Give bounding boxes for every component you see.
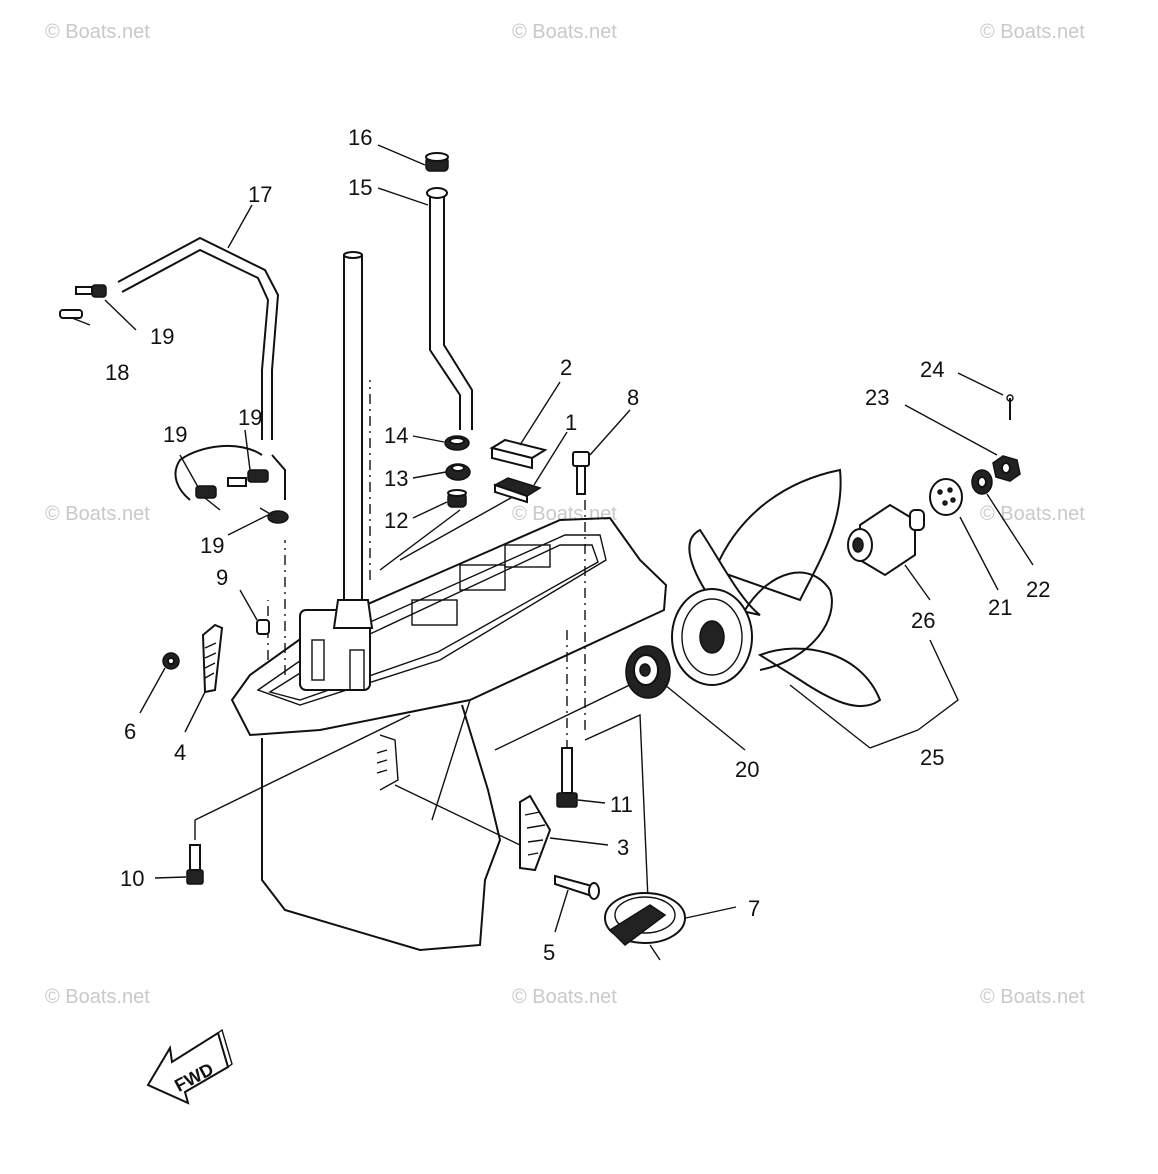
watermark: © Boats.net [980, 21, 1085, 43]
label-1: 1 [565, 410, 577, 435]
label-17: 17 [248, 182, 272, 207]
grommet-stack [444, 435, 471, 508]
watermark: © Boats.net [45, 21, 150, 43]
watermark: © Boats.net [980, 986, 1085, 1008]
trim-tab-7 [604, 892, 686, 961]
bolt-8 [572, 451, 590, 495]
label-26: 26 [911, 608, 935, 633]
spacer-26 [847, 503, 925, 577]
hose-17 [117, 236, 286, 501]
clamps-and-fittings [59, 284, 289, 524]
nut-6 [162, 652, 180, 670]
drive-shaft [332, 251, 374, 629]
fwd-label: FWD [171, 1059, 217, 1096]
label-19c: 19 [163, 422, 187, 447]
anode-3 [519, 794, 552, 872]
fwd-arrow-icon: FWD [146, 1028, 233, 1105]
label-15: 15 [348, 175, 372, 200]
label-19d: 19 [200, 533, 224, 558]
watermark: © Boats.net [45, 986, 150, 1008]
label-22: 22 [1026, 577, 1050, 602]
washer-22 [971, 469, 993, 495]
label-18: 18 [105, 360, 129, 385]
label-7: 7 [748, 896, 760, 921]
part-labels: 16 15 17 19 18 19 19 19 14 13 12 2 1 8 9… [105, 125, 1050, 965]
washer-21 [929, 478, 963, 516]
label-2: 2 [560, 355, 572, 380]
label-19b: 19 [238, 405, 262, 430]
label-13: 13 [384, 466, 408, 491]
label-3: 3 [617, 835, 629, 860]
label-19a: 19 [150, 324, 174, 349]
label-5: 5 [543, 940, 555, 965]
label-16: 16 [348, 125, 372, 150]
lower-unit-housing [230, 516, 668, 952]
plug-9 [256, 619, 270, 635]
watermark: © Boats.net [512, 986, 617, 1008]
leader-lines [71, 144, 1034, 933]
watermark: © Boats.net [512, 21, 617, 43]
label-24: 24 [920, 357, 944, 382]
watermark: © Boats.net [512, 503, 617, 525]
label-20: 20 [735, 757, 759, 782]
grommet-16 [425, 152, 449, 172]
screw-5 [554, 874, 600, 900]
label-11: 11 [610, 792, 633, 817]
watermark: © Boats.net [45, 503, 150, 525]
anode-4 [201, 623, 224, 694]
cotter-pin-24 [1006, 394, 1014, 420]
watermark: © Boats.net [980, 503, 1085, 525]
label-21: 21 [988, 595, 1012, 620]
label-4: 4 [174, 740, 186, 765]
bolt-10 [186, 844, 204, 885]
label-10: 10 [120, 866, 144, 891]
thrust-washer-20 [625, 645, 671, 699]
propeller [671, 468, 882, 708]
label-14: 14 [384, 423, 408, 448]
nut-23 [992, 455, 1021, 482]
assembly-guide-lines [194, 380, 649, 901]
rubber-pads [489, 438, 548, 504]
bolt-11 [556, 747, 578, 808]
label-12: 12 [384, 508, 408, 533]
watermark-layer: © Boats.net © Boats.net © Boats.net © Bo… [45, 21, 1085, 1008]
water-tube [426, 187, 473, 430]
label-8: 8 [627, 385, 639, 410]
label-23: 23 [865, 385, 889, 410]
label-9: 9 [216, 565, 228, 590]
label-6: 6 [124, 719, 136, 744]
label-25: 25 [920, 745, 944, 770]
